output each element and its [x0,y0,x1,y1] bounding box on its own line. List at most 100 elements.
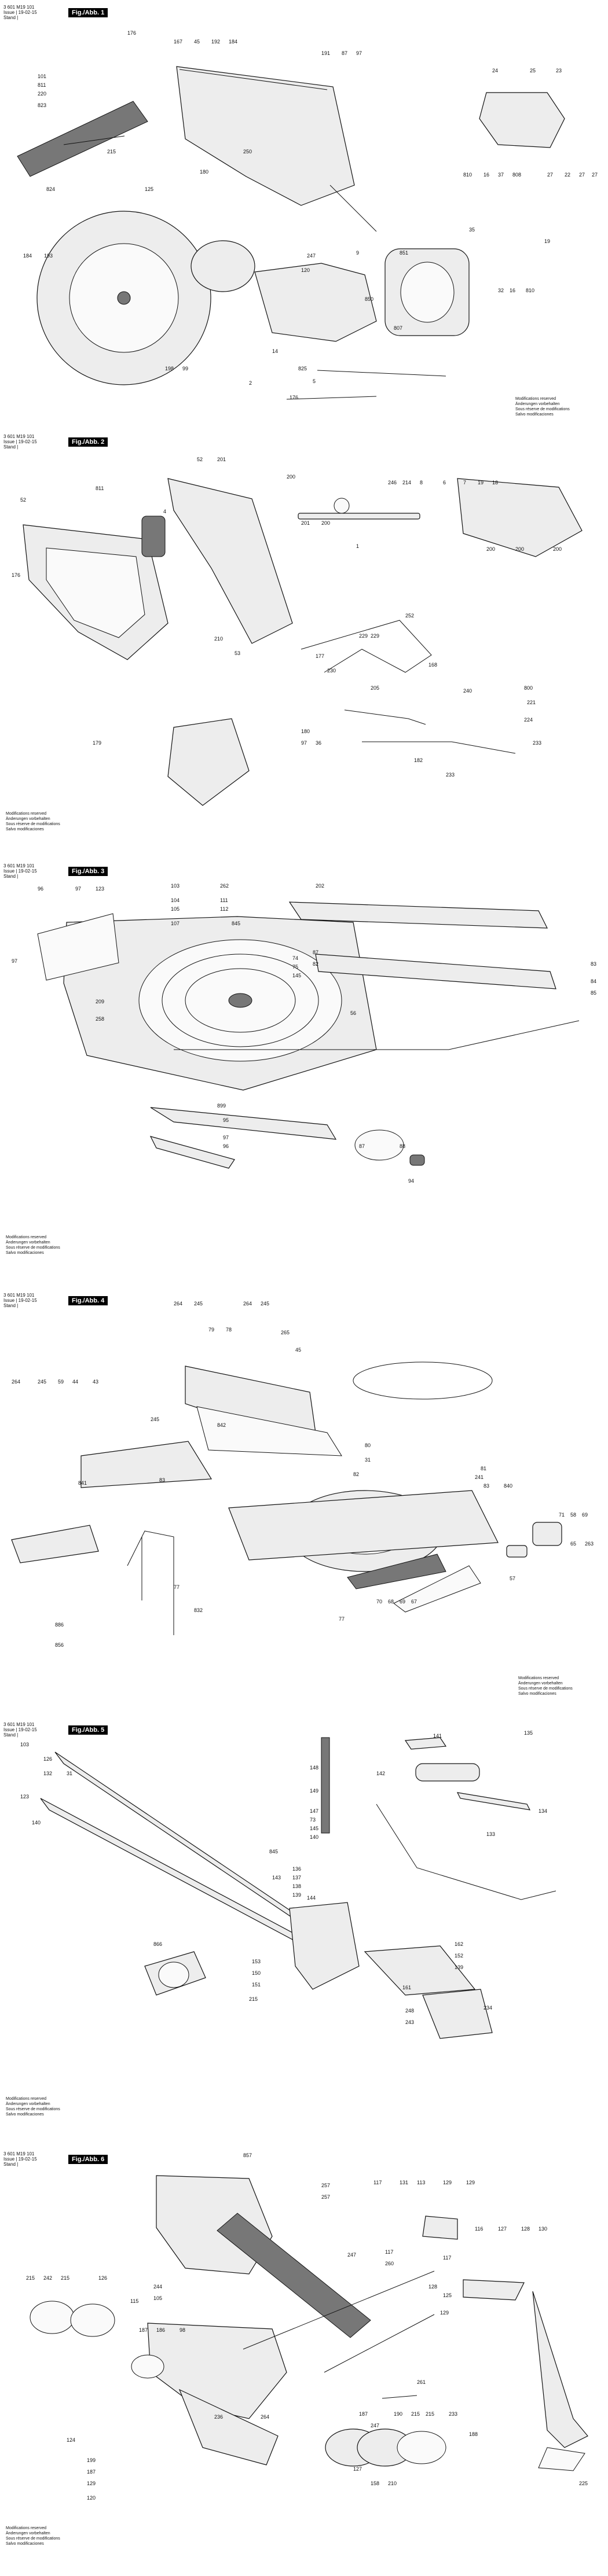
svg-text:840: 840 [504,1483,512,1489]
svg-text:70: 70 [376,1599,382,1605]
svg-text:97: 97 [75,886,81,892]
svg-text:67: 67 [411,1599,417,1605]
svg-text:150: 150 [252,1970,261,1976]
svg-text:87: 87 [359,1143,365,1149]
note-line: Sous réserve de modifications [6,822,60,826]
svg-text:123: 123 [20,1794,29,1799]
svg-text:87: 87 [342,50,347,56]
svg-text:83: 83 [159,1477,165,1483]
svg-text:27: 27 [579,172,585,178]
svg-text:18: 18 [492,480,498,485]
sheet-5: 3 601 M19 101 Issue | 19-02-15 Stand | F… [0,1717,608,2147]
svg-text:99: 99 [182,366,188,371]
svg-text:69: 69 [400,1599,405,1605]
sheet-header: 3 601 M19 101 Issue | 19-02-15 Stand | [3,863,119,879]
svg-text:886: 886 [55,1622,64,1628]
svg-text:184: 184 [23,253,32,259]
note-line: Sous réserve de modifications [6,2107,60,2111]
figure-title: Fig./Abb. 3 [68,867,108,876]
svg-text:264: 264 [174,1301,182,1307]
svg-text:80: 80 [365,1442,371,1448]
svg-text:145: 145 [292,973,301,978]
svg-text:88: 88 [400,1143,405,1149]
svg-text:97: 97 [12,958,17,964]
svg-text:138: 138 [292,1883,301,1889]
svg-text:73: 73 [310,1817,316,1823]
svg-text:214: 214 [402,480,411,485]
svg-text:264: 264 [12,1379,20,1385]
svg-text:127: 127 [498,2226,507,2232]
svg-text:180: 180 [200,169,208,175]
note-line: Modifications reserved [6,2097,47,2101]
svg-text:180: 180 [301,728,310,734]
svg-text:202: 202 [316,883,324,889]
svg-text:139: 139 [455,1964,463,1970]
note-line: Änderungen vorbehalten [6,2102,50,2106]
svg-text:201: 201 [217,457,226,462]
svg-text:129: 129 [440,2310,449,2316]
doc-number: 3 601 M19 101 [3,2151,35,2157]
svg-text:247: 247 [307,253,316,259]
svg-text:200: 200 [287,474,295,480]
issue-date: Issue | 19-02-15 [3,1727,37,1732]
svg-text:248: 248 [405,2008,414,2014]
sheet-1: 3 601 M19 101 Issue | 19-02-15 Stand | F… [0,0,608,429]
svg-text:215: 215 [249,1996,258,2002]
svg-text:215: 215 [26,2275,35,2281]
svg-text:258: 258 [96,1016,104,1022]
svg-text:115: 115 [130,2298,138,2304]
svg-text:97: 97 [301,740,307,746]
svg-text:200: 200 [486,546,495,552]
note-line: Sous réserve de modifications [518,1687,573,1691]
note-line: Sous réserve de modifications [6,1246,60,1250]
svg-text:182: 182 [414,757,423,763]
svg-text:215: 215 [107,149,116,154]
modification-note: Modifications reserved Änderungen vorbeh… [518,1676,605,1697]
svg-text:233: 233 [446,772,455,778]
svg-text:162: 162 [455,1941,463,1947]
svg-text:200: 200 [553,546,562,552]
svg-text:5: 5 [313,378,316,384]
svg-text:811: 811 [96,485,104,491]
svg-text:45: 45 [194,39,200,45]
svg-text:143: 143 [272,1875,281,1881]
svg-text:234: 234 [484,2005,492,2011]
svg-text:265: 265 [281,1330,290,1335]
svg-text:101: 101 [38,73,46,79]
svg-text:57: 57 [510,1576,515,1581]
svg-text:264: 264 [261,2414,269,2420]
svg-text:117: 117 [443,2255,451,2261]
note-line: Änderungen vorbehalten [518,1681,563,1686]
svg-text:832: 832 [194,1607,203,1613]
svg-text:229: 229 [359,633,368,639]
figure-title: Fig./Abb. 1 [68,8,108,17]
svg-text:6: 6 [443,480,446,485]
svg-text:133: 133 [486,1831,495,1837]
modification-note: Modifications reserved Änderungen vorbeh… [6,1235,93,1256]
svg-text:198: 198 [165,366,174,371]
svg-text:81: 81 [481,1466,486,1471]
svg-text:866: 866 [153,1941,162,1947]
svg-text:260: 260 [385,2261,394,2266]
svg-text:263: 263 [585,1541,594,1547]
svg-text:233: 233 [533,740,541,746]
note-line: Modifications reserved [6,2526,47,2530]
svg-text:65: 65 [570,1541,576,1547]
svg-text:236: 236 [214,2414,223,2420]
svg-text:16: 16 [484,172,489,178]
svg-text:24: 24 [492,68,498,73]
svg-text:209: 209 [96,999,104,1004]
svg-text:220: 220 [38,91,46,97]
svg-text:117: 117 [373,2180,382,2185]
svg-text:823: 823 [38,102,46,108]
svg-text:71: 71 [559,1512,565,1518]
svg-text:128: 128 [428,2284,437,2290]
svg-text:191: 191 [321,50,330,56]
svg-text:82: 82 [353,1471,359,1477]
sheet-6: 3 601 M19 101 Issue | 19-02-15 Stand | F… [0,2147,608,2576]
svg-text:215: 215 [426,2411,434,2417]
doc-number: 3 601 M19 101 [3,5,35,10]
